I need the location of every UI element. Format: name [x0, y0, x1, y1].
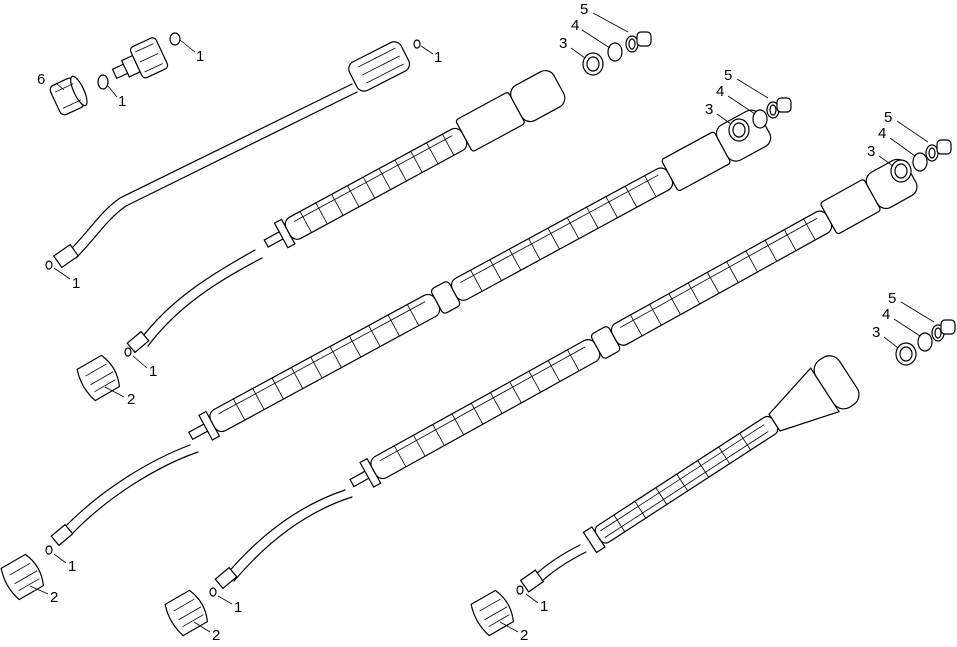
label-2: 2 — [127, 391, 135, 408]
threaded-end — [52, 243, 80, 269]
lance-b — [126, 69, 566, 354]
label-3: 3 — [867, 143, 875, 160]
union-nut-6 — [49, 75, 88, 116]
seal-set-4 — [895, 319, 956, 366]
seal-set-3 — [890, 139, 952, 183]
leader-lines — [29, 12, 935, 633]
label-2: 2 — [50, 589, 58, 606]
label-6: 6 — [37, 71, 45, 88]
label-3: 3 — [705, 101, 713, 118]
label-1: 1 — [68, 558, 76, 575]
grip-nut — [348, 41, 411, 92]
seal-set-1 — [582, 31, 652, 76]
callout-labels: 1 1 6 1 1 1 2 1 2 1 2 1 2 3 4 5 3 4 5 3 … — [37, 1, 896, 644]
label-1: 1 — [234, 599, 242, 616]
label-5: 5 — [580, 1, 588, 18]
label-2: 2 — [520, 627, 528, 644]
label-5: 5 — [884, 109, 892, 126]
seal-set-2 — [728, 97, 792, 142]
label-1: 1 — [540, 598, 548, 615]
nozzle-cap-2c — [164, 589, 209, 637]
assembly-short-tube — [45, 32, 421, 270]
label-1: 1 — [196, 48, 204, 65]
label-4: 4 — [878, 125, 886, 142]
label-4: 4 — [571, 17, 579, 34]
label-1: 1 — [118, 93, 126, 110]
label-5: 5 — [888, 290, 896, 307]
label-1: 1 — [72, 275, 80, 292]
spray-pipe — [69, 83, 353, 251]
label-1: 1 — [149, 363, 157, 380]
label-3: 3 — [872, 324, 880, 341]
label-4: 4 — [716, 83, 724, 100]
label-3: 3 — [559, 35, 567, 52]
label-2: 2 — [212, 627, 220, 644]
adapter-fitting — [111, 37, 169, 80]
nozzle-cap-2a — [76, 354, 121, 402]
nozzle-cap-2b — [0, 553, 45, 601]
nozzle-cap-2d — [470, 589, 515, 637]
label-4: 4 — [882, 306, 890, 323]
o-ring-1b — [169, 32, 181, 46]
o-ring-1a — [97, 74, 109, 90]
lance-e — [519, 355, 860, 593]
label-5: 5 — [724, 67, 732, 84]
label-1: 1 — [434, 49, 442, 66]
